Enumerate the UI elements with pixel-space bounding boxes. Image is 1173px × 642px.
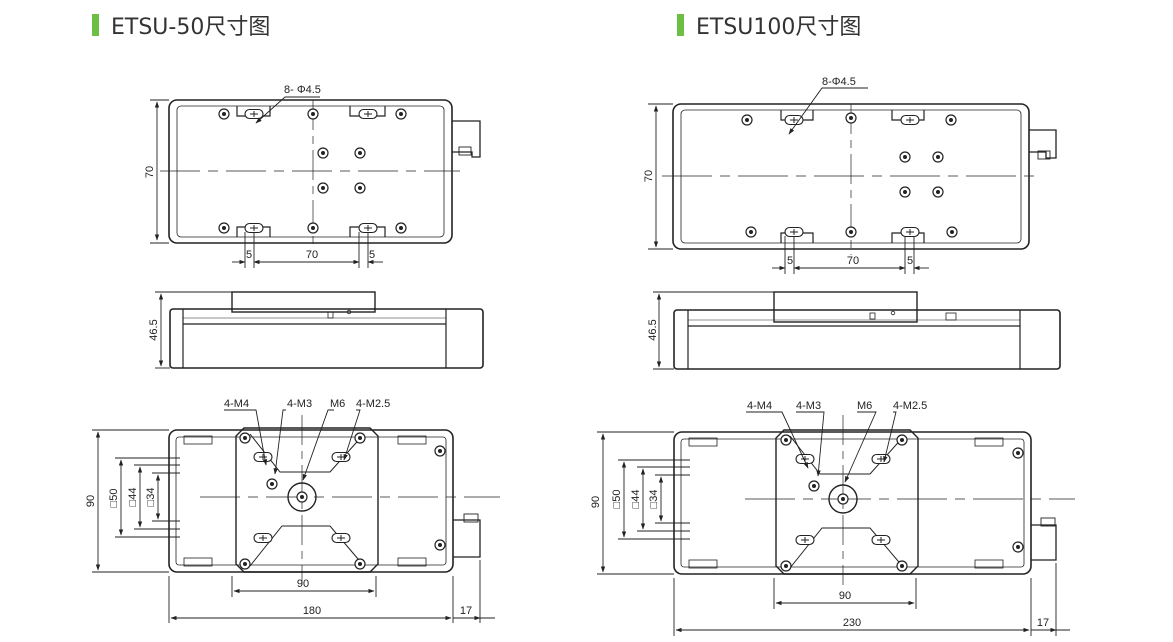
- etsu100-side-view: [673, 291, 1061, 370]
- callout-4-m3: 4-M3: [287, 398, 312, 410]
- dim-5-right: 5: [907, 255, 913, 267]
- dim-90-horizontal: 90: [839, 590, 851, 602]
- etsu100-bottom-view: [673, 415, 1075, 585]
- callout-holes: 8-Φ4.5: [822, 76, 856, 88]
- etsu-50-side-dimensions: [155, 291, 232, 369]
- dim-180: 180: [303, 605, 321, 617]
- etsu-50-top-holes: [218, 108, 472, 234]
- title-accent-bar: [92, 14, 99, 36]
- callout-4-m4: 4-M4: [747, 400, 772, 412]
- etsu100-top-dimensions: [648, 87, 929, 274]
- etsu-50-bottom-holes: [239, 432, 446, 570]
- callout-4-m4: 4-M4: [224, 398, 249, 410]
- dim-square-34: □34: [145, 488, 157, 507]
- etsu-50-side-view: [169, 291, 484, 369]
- callout-4-m2-5: 4-M2.5: [356, 398, 390, 410]
- dim-square-44: □44: [630, 490, 642, 509]
- dim-46-5: 46.5: [647, 319, 659, 340]
- dim-5-left: 5: [787, 255, 793, 267]
- callout-4-m2-5: 4-M2.5: [893, 400, 927, 412]
- dim-17: 17: [1037, 617, 1049, 629]
- dim-90-vertical: 90: [85, 495, 97, 507]
- etsu100-side-dimensions: [653, 291, 774, 370]
- dim-square-50: □50: [108, 489, 120, 508]
- etsu100-bottom-dimensions: [597, 411, 1070, 636]
- callout-4-m3: 4-M3: [796, 400, 821, 412]
- etsu100-top-view: [662, 103, 1057, 255]
- dim-square-50: □50: [611, 490, 623, 509]
- dim-70-vertical: 70: [643, 170, 655, 182]
- dim-5-left: 5: [246, 249, 252, 261]
- callout-holes: 8- Φ4.5: [284, 84, 321, 96]
- dim-230: 230: [843, 617, 861, 629]
- etsu100-bottom-holes: [780, 434, 1024, 572]
- title-accent-bar: [677, 14, 684, 36]
- dim-90-horizontal: 90: [297, 578, 309, 590]
- title-etsu100: ETSU100尺寸图: [677, 8, 861, 42]
- dim-70-horizontal: 70: [306, 249, 318, 261]
- etsu-50-bottom-view: [168, 415, 500, 585]
- etsu-50-bottom-dimensions: [92, 409, 495, 623]
- etsu100-top-holes: [741, 112, 1051, 238]
- dim-46-5: 46.5: [148, 319, 160, 340]
- dim-70-horizontal: 70: [847, 255, 859, 267]
- etsu-50-top-view: [160, 99, 481, 250]
- dim-17: 17: [460, 605, 472, 617]
- title-etsu-50: ETSU-50尺寸图: [92, 8, 270, 42]
- dim-90-vertical: 90: [590, 496, 602, 508]
- title-text: ETSU100尺寸图: [696, 15, 862, 40]
- dim-5-right: 5: [369, 249, 375, 261]
- dim-square-34: □34: [648, 490, 660, 509]
- callout-m6: M6: [857, 400, 872, 412]
- dim-square-44: □44: [127, 488, 139, 507]
- callout-m6: M6: [330, 398, 345, 410]
- dim-70-vertical: 70: [144, 166, 156, 178]
- title-text: ETSU-50尺寸图: [111, 15, 271, 40]
- etsu-50-top-dimensions: [150, 96, 383, 268]
